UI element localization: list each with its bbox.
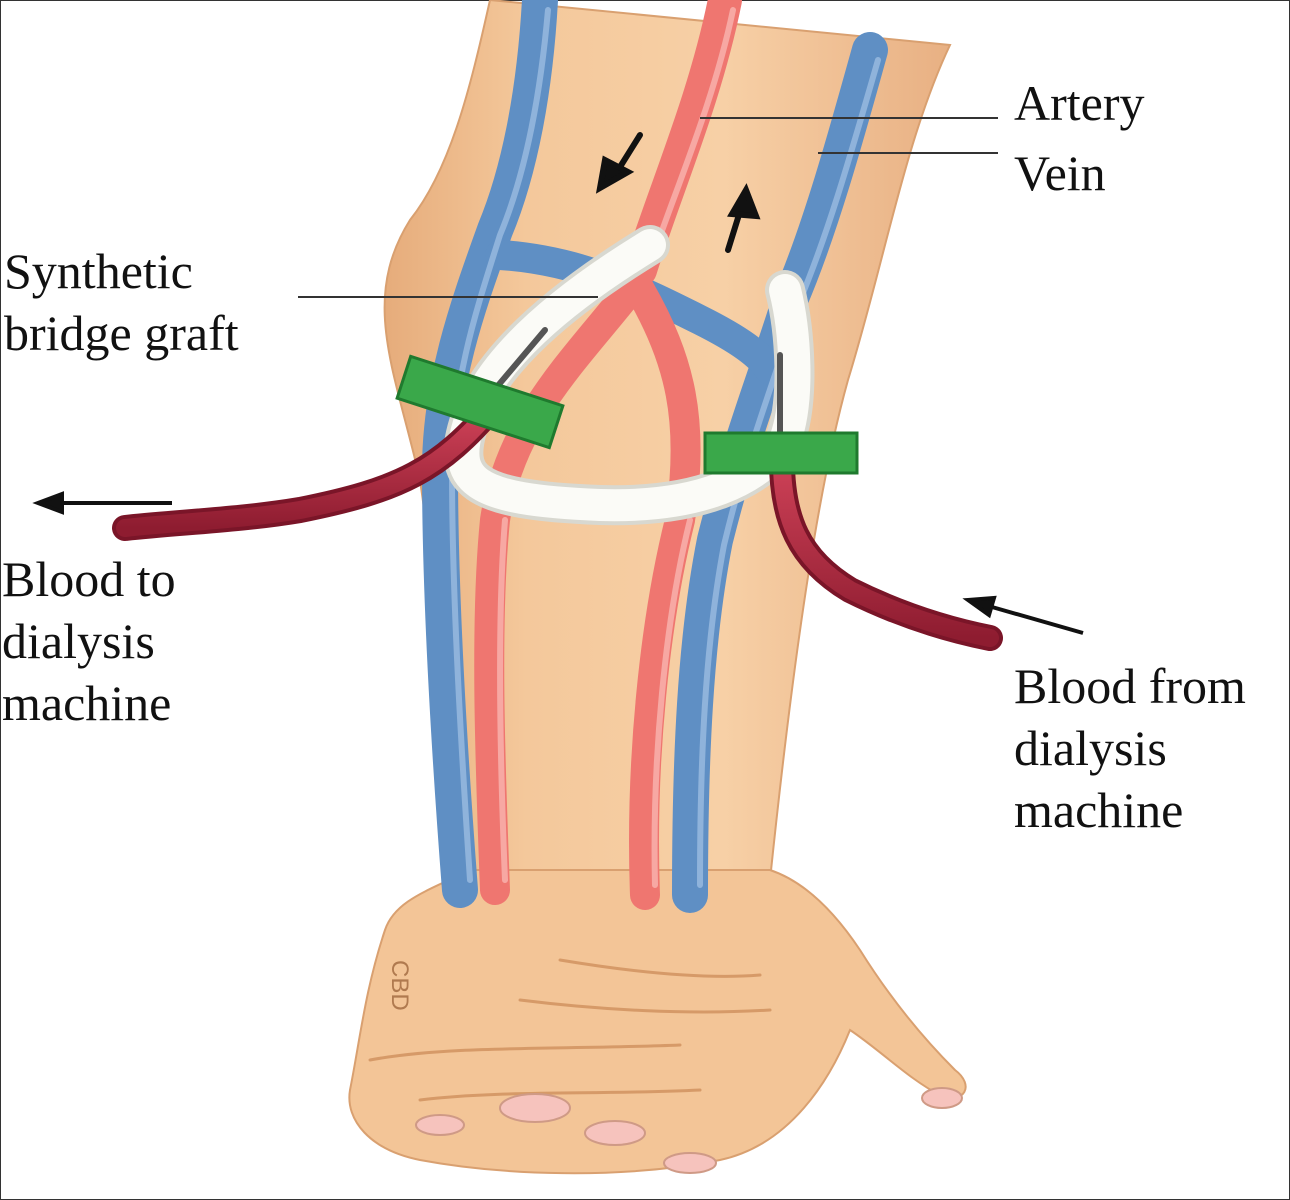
label-line: machine xyxy=(1014,782,1184,838)
fingernail xyxy=(584,1120,646,1146)
fingernail xyxy=(415,1114,465,1136)
fingernail xyxy=(663,1152,717,1174)
tape-right xyxy=(703,431,859,475)
tape-left xyxy=(395,354,565,450)
label-line: machine xyxy=(2,675,172,731)
tube-from-machine-fill xyxy=(772,441,999,647)
label-line: dialysis xyxy=(1014,720,1167,776)
label-line: Blood to xyxy=(2,551,176,607)
artery-branch-left xyxy=(474,275,645,905)
tube-to-machine-fill xyxy=(116,396,504,537)
arrow-from-machine xyxy=(984,603,1084,635)
label-line: bridge graft xyxy=(4,305,239,361)
artery-branch-right xyxy=(625,275,701,910)
leader-lines xyxy=(298,117,998,298)
flow-arrow-down-head xyxy=(595,155,635,194)
vein-cross-branch xyxy=(485,240,785,385)
label-vein: Vein xyxy=(1014,145,1106,201)
flow-arrows xyxy=(595,132,761,253)
arrow-from-machine-head xyxy=(962,595,997,619)
arrow-to-machine-head xyxy=(32,491,64,515)
label-blood-from-dialysis-machine: Blood from dialysis machine xyxy=(1014,655,1246,841)
fingernail xyxy=(499,1093,571,1123)
label-artery: Artery xyxy=(1014,75,1145,131)
label-blood-to-dialysis-machine: Blood to dialysis machine xyxy=(2,548,176,734)
bridge-graft-fill xyxy=(447,229,811,522)
label-line: Synthetic xyxy=(4,243,193,299)
thumbnail xyxy=(921,1087,963,1109)
label-line: dialysis xyxy=(2,613,155,669)
label-line: Blood from xyxy=(1014,658,1246,714)
hand xyxy=(348,869,967,1175)
outer-arrows xyxy=(32,491,1084,635)
label-synthetic-bridge-graft: Synthetic bridge graft xyxy=(4,240,239,364)
flow-arrow-up-head xyxy=(727,183,761,220)
knuckle-creases xyxy=(368,958,772,1102)
signature-mark: CBD xyxy=(386,960,413,1011)
vein-right xyxy=(672,32,888,913)
